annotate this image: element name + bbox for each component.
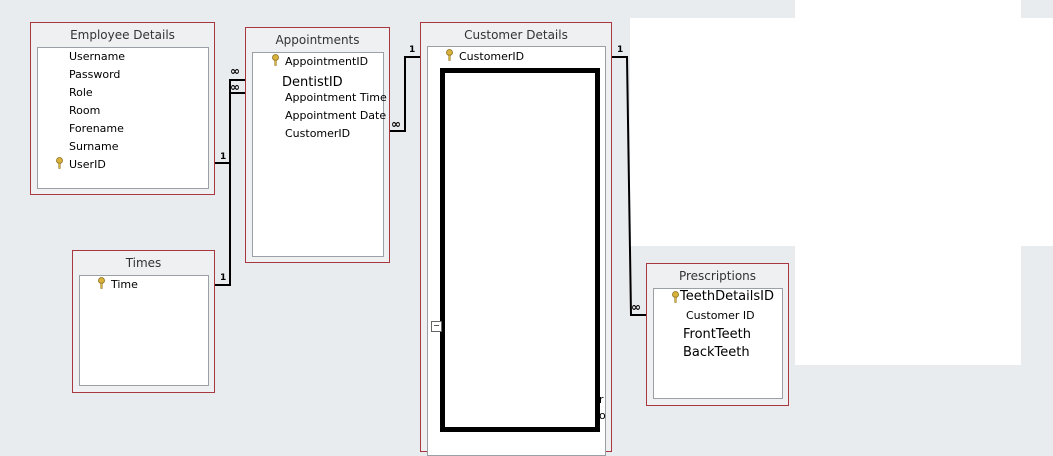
cardinality-one-customer-left: 1 xyxy=(409,45,416,55)
rel-line-times-appointments xyxy=(214,92,246,286)
cardinality-one-customer-right: 1 xyxy=(617,45,624,55)
field-appointment-date[interactable]: Appointment Date xyxy=(285,109,387,122)
table-employee-details[interactable]: Employee Details Username Password Role … xyxy=(30,22,215,195)
primary-key-icon xyxy=(98,277,105,289)
field-appointmentid[interactable]: AppointmentID xyxy=(285,55,369,68)
collapse-toggle[interactable]: − xyxy=(431,321,442,332)
field-list xyxy=(37,47,209,189)
canvas-white-region-right xyxy=(795,0,1021,365)
table-title: Employee Details xyxy=(70,28,175,42)
field-customer-id[interactable]: Customer ID xyxy=(686,309,755,322)
table-title: Customer Details xyxy=(464,28,568,42)
table-title: Prescriptions xyxy=(678,269,757,283)
field-surname[interactable]: Surname xyxy=(69,140,119,153)
table-prescriptions[interactable]: Prescriptions TeethDetailsID Customer ID… xyxy=(646,263,789,406)
redacted-block xyxy=(440,68,600,432)
cardinality-many-prescriptions: ∞ xyxy=(631,300,641,314)
field-userid[interactable]: UserID xyxy=(69,158,106,171)
cardinality-one-times: 1 xyxy=(220,273,227,283)
primary-key-icon xyxy=(272,54,279,66)
rel-line-customer-appointments xyxy=(390,56,420,132)
field-role[interactable]: Role xyxy=(69,86,93,99)
field-customerid[interactable]: CustomerID xyxy=(285,127,351,140)
clipped-text-r: r xyxy=(599,393,604,406)
primary-key-icon xyxy=(56,157,63,169)
field-time[interactable]: Time xyxy=(111,278,138,291)
field-list xyxy=(252,52,384,257)
field-appointment-time[interactable]: Appointment Time xyxy=(285,91,387,104)
rel-line-customer-prescriptions xyxy=(612,56,646,316)
table-appointments[interactable]: Appointments AppointmentID DentistID App… xyxy=(245,27,390,263)
field-room[interactable]: Room xyxy=(69,104,101,117)
table-title: Appointments xyxy=(275,33,360,47)
primary-key-icon xyxy=(672,291,679,303)
clipped-text-o: o xyxy=(599,409,606,422)
cardinality-many-appointments-customer: ∞ xyxy=(391,117,401,131)
field-username[interactable]: Username xyxy=(69,50,126,63)
table-times[interactable]: Times Time xyxy=(72,250,215,393)
field-forename[interactable]: Forename xyxy=(69,122,124,135)
cardinality-many-appointments-1: ∞ xyxy=(230,64,240,78)
table-title: Times xyxy=(125,256,162,270)
field-password[interactable]: Password xyxy=(69,68,121,81)
field-backteeth[interactable]: BackTeeth xyxy=(683,345,750,360)
field-list xyxy=(653,288,783,399)
field-customerid[interactable]: CustomerID xyxy=(459,50,525,63)
field-dentistid[interactable]: DentistID xyxy=(282,75,343,90)
cardinality-one-employee: 1 xyxy=(220,152,227,162)
field-frontteeth[interactable]: FrontTeeth xyxy=(683,327,751,342)
field-teethdetailsid[interactable]: TeethDetailsID xyxy=(680,289,774,304)
primary-key-icon xyxy=(446,49,453,61)
table-customer-details[interactable]: Customer Details CustomerID − r o xyxy=(420,22,612,456)
cardinality-many-appointments-2: ∞ xyxy=(230,80,240,94)
field-list xyxy=(79,275,209,386)
